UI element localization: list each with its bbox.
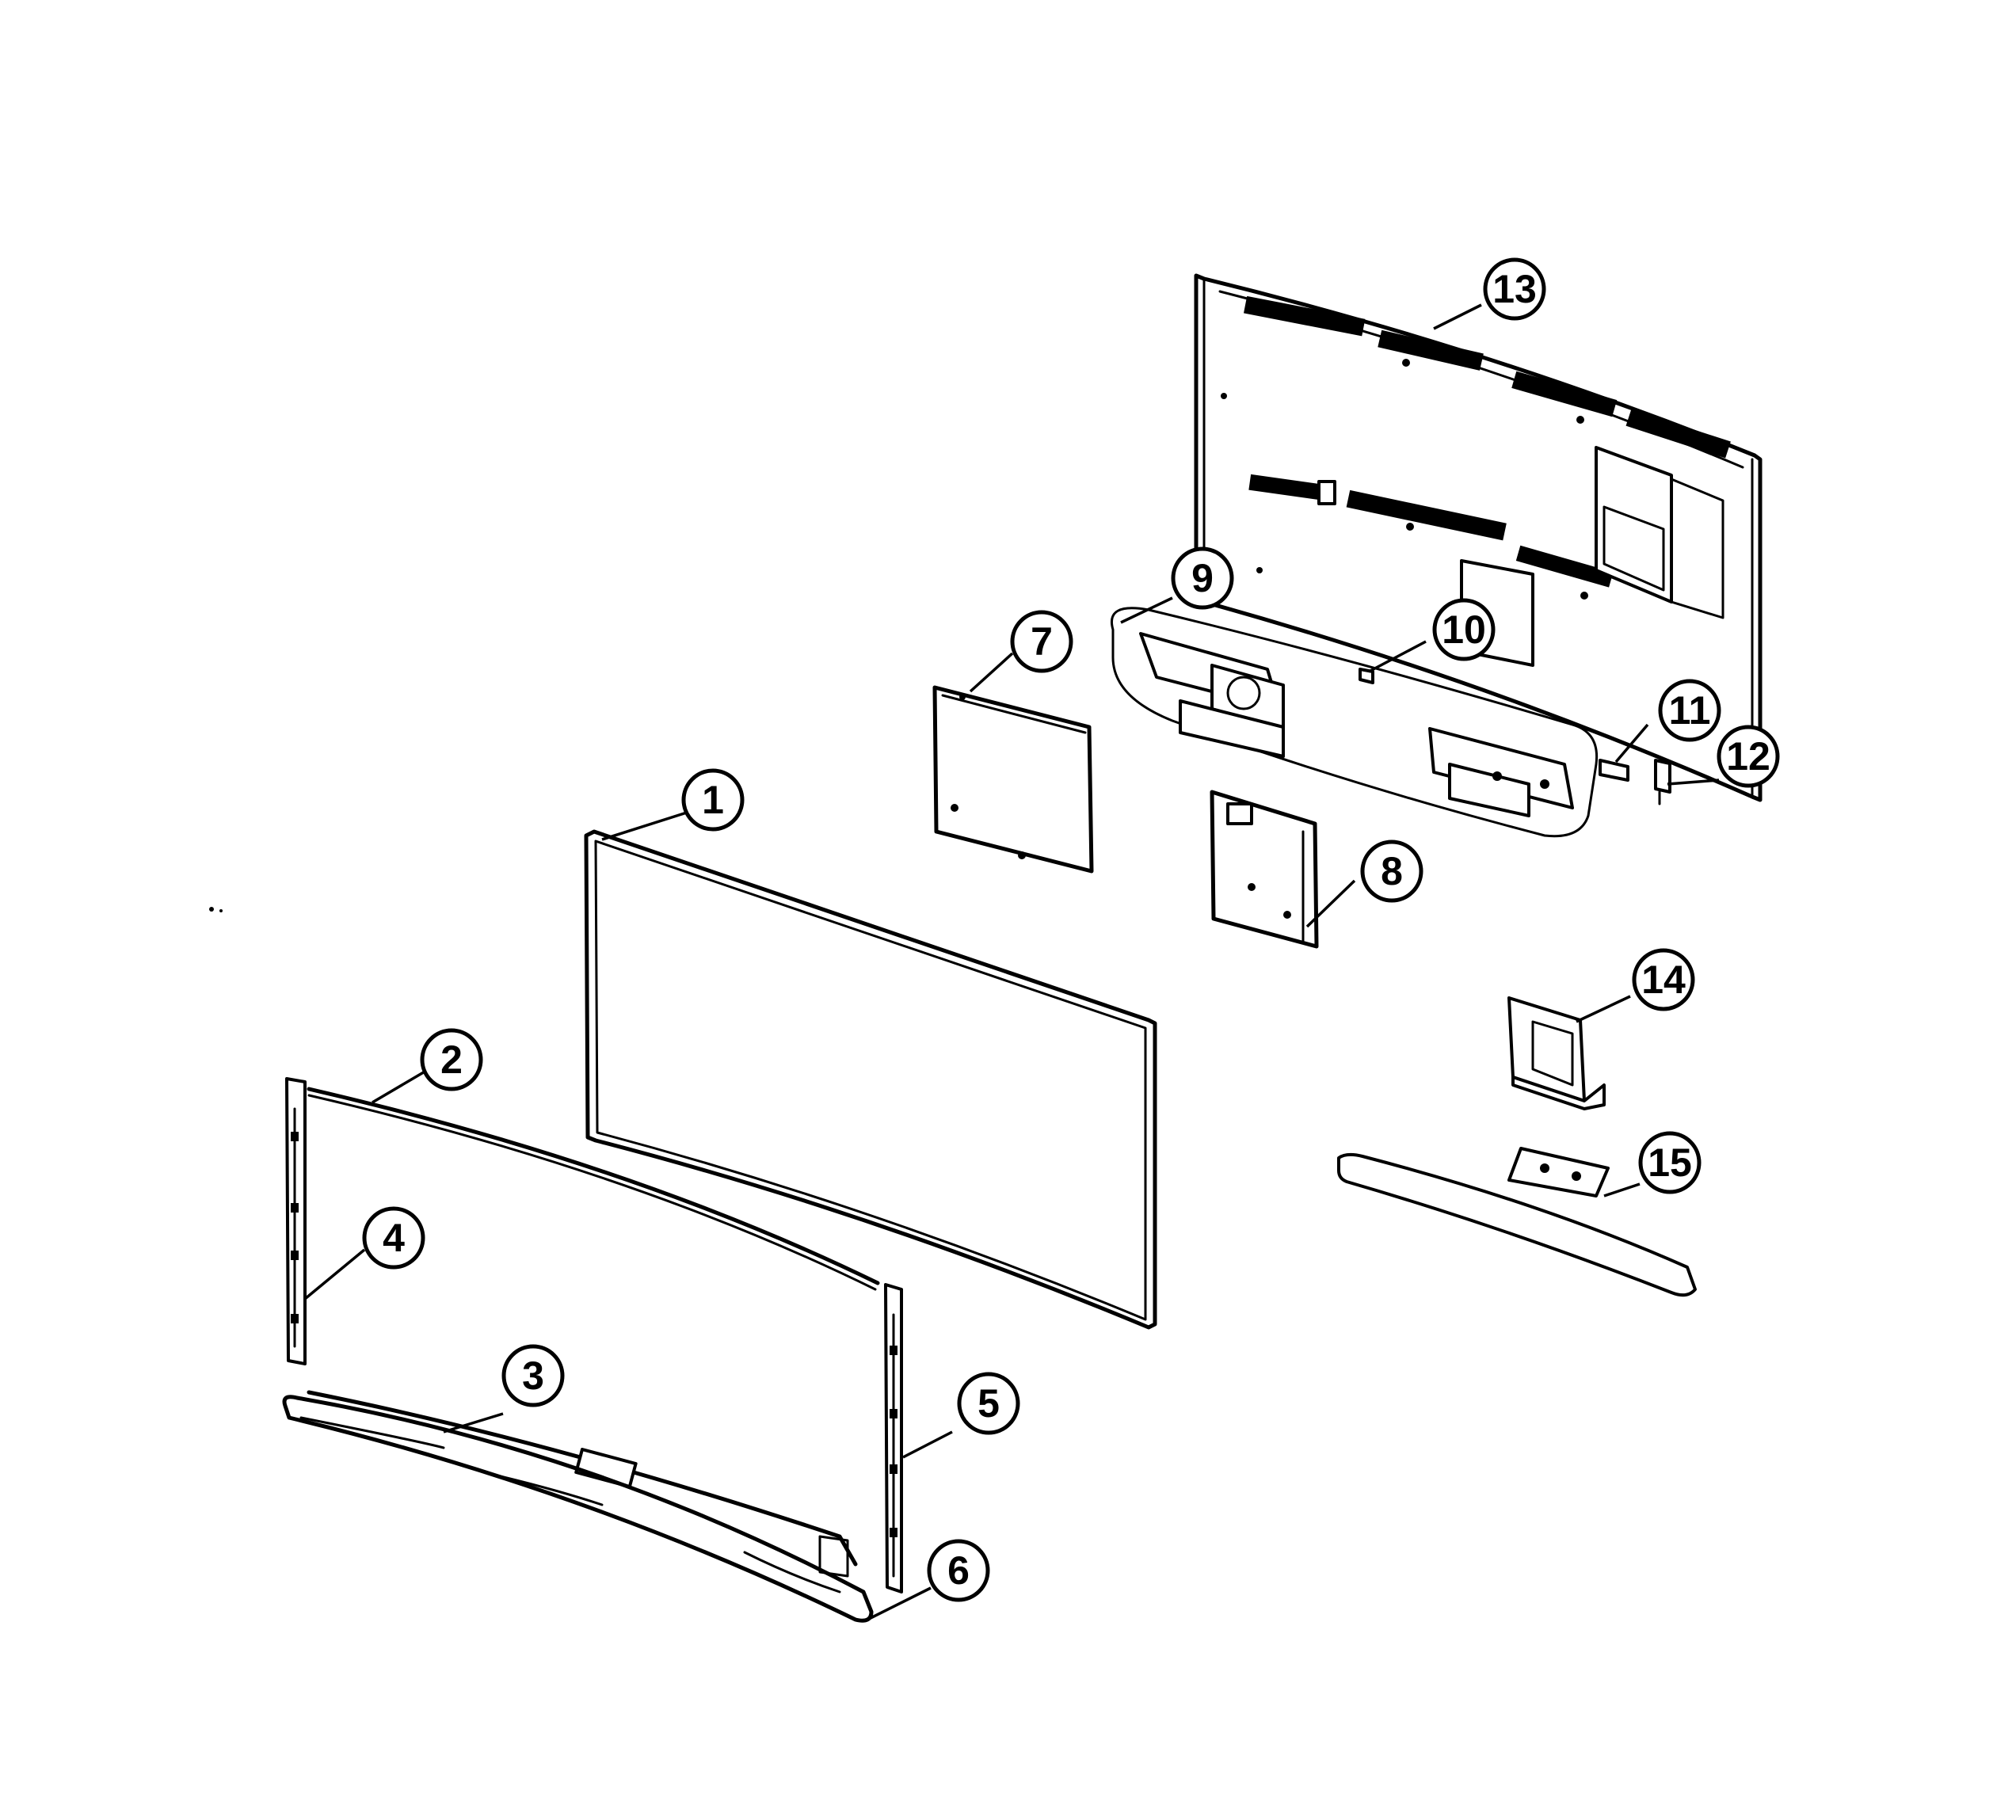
callout-label: 2 xyxy=(440,1038,463,1082)
callout-label: 5 xyxy=(978,1381,1000,1426)
part-top-frame xyxy=(307,1087,880,1291)
callout-label: 1 xyxy=(702,778,724,822)
part-stand-neck xyxy=(1507,996,1606,1110)
callout-1: 1 xyxy=(681,768,745,832)
callout-label: 7 xyxy=(1031,619,1053,664)
callout-label: 12 xyxy=(1726,734,1770,779)
callout-6: 6 xyxy=(927,1539,990,1602)
callout-13: 13 xyxy=(1483,257,1546,321)
speck xyxy=(209,907,214,912)
callout-11: 11 xyxy=(1658,679,1721,742)
part-power-board xyxy=(932,685,1094,874)
callout-9: 9 xyxy=(1171,546,1234,610)
part-left-frame xyxy=(285,1077,307,1365)
part-display-panel xyxy=(584,829,1157,1330)
callout-label: 10 xyxy=(1442,607,1486,652)
leader-lines xyxy=(303,303,1720,1621)
callout-label: 13 xyxy=(1492,267,1537,311)
callout-label: 9 xyxy=(1191,556,1214,600)
callout-7: 7 xyxy=(1010,610,1073,673)
callout-label: 4 xyxy=(383,1216,405,1260)
callout-15: 15 xyxy=(1638,1131,1702,1194)
callout-5: 5 xyxy=(957,1372,1020,1435)
part-bottom-cover xyxy=(282,1395,874,1623)
callout-3: 3 xyxy=(501,1344,565,1407)
part-main-board xyxy=(1210,790,1319,949)
callout-label: 6 xyxy=(947,1548,970,1593)
part-rear-cover xyxy=(1194,273,1763,802)
callout-label: 11 xyxy=(1669,688,1711,733)
callout-label: 3 xyxy=(522,1354,544,1398)
callout-label: 15 xyxy=(1648,1140,1692,1185)
callout-12: 12 xyxy=(1717,725,1780,788)
callout-8: 8 xyxy=(1360,840,1423,903)
part-12-clamp xyxy=(1654,759,1671,805)
callout-label: 8 xyxy=(1381,849,1403,893)
part-speaker-assembly xyxy=(1111,607,1599,838)
callout-label: 14 xyxy=(1641,958,1686,1002)
part-right-frame xyxy=(884,1283,903,1593)
part-stand-base xyxy=(1337,1147,1697,1297)
callout-4: 4 xyxy=(362,1206,425,1270)
speck xyxy=(219,909,223,912)
callout-10: 10 xyxy=(1432,598,1496,661)
callout-2: 2 xyxy=(420,1028,483,1091)
part-11-clip xyxy=(1599,759,1629,782)
callout-14: 14 xyxy=(1632,948,1695,1011)
